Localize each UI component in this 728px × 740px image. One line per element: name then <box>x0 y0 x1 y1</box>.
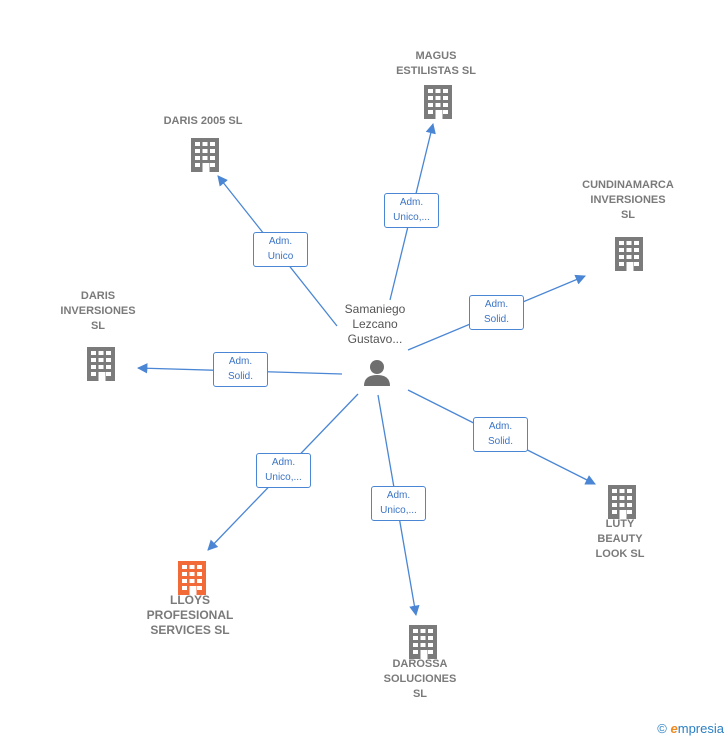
role-badge-daris2005[interactable]: Adm. Unico <box>253 232 308 267</box>
company-name-cundinamarca[interactable]: CUNDINAMARCA INVERSIONES SL <box>582 179 674 221</box>
building-icon[interactable] <box>409 625 437 659</box>
copyright-icon: © <box>657 721 667 736</box>
person-icon[interactable] <box>364 360 390 386</box>
empresia-logo-initial: e <box>670 721 678 736</box>
empresia-logo-text[interactable]: mpresia <box>677 721 724 736</box>
role-badge-darisinv[interactable]: Adm. Solid. <box>213 352 268 387</box>
company-name-lloys[interactable]: LLOYS PROFESIONAL SERVICES SL <box>146 593 234 637</box>
building-icon[interactable] <box>178 561 206 595</box>
role-badge-cundinamarca[interactable]: Adm. Solid. <box>469 295 524 330</box>
company-name-daris2005[interactable]: DARIS 2005 SL <box>163 115 243 127</box>
role-badge-lloys[interactable]: Adm. Unico,... <box>256 453 311 488</box>
role-badge-luty[interactable]: Adm. Solid. <box>473 417 528 452</box>
building-icon[interactable] <box>191 138 219 172</box>
role-badge-darossa[interactable]: Adm. Unico,... <box>371 486 426 521</box>
company-name-luty[interactable]: LUTY BEAUTY LOOK SL <box>595 518 645 560</box>
company-name-darossa[interactable]: DAROSSA SOLUCIONES SL <box>383 658 457 700</box>
company-name-darisinv[interactable]: DARIS INVERSIONES SL <box>60 290 136 332</box>
building-icon[interactable] <box>87 347 115 381</box>
empresia-copyright: © empresia <box>657 721 724 736</box>
building-icon[interactable] <box>608 485 636 519</box>
center-person-name: Samaniego Lezcano Gustavo... <box>344 302 406 346</box>
role-badge-magus[interactable]: Adm. Unico,... <box>384 193 439 228</box>
company-name-magus[interactable]: MAGUS ESTILISTAS SL <box>396 50 476 77</box>
building-icon[interactable] <box>615 237 643 271</box>
building-icon[interactable] <box>424 85 452 119</box>
